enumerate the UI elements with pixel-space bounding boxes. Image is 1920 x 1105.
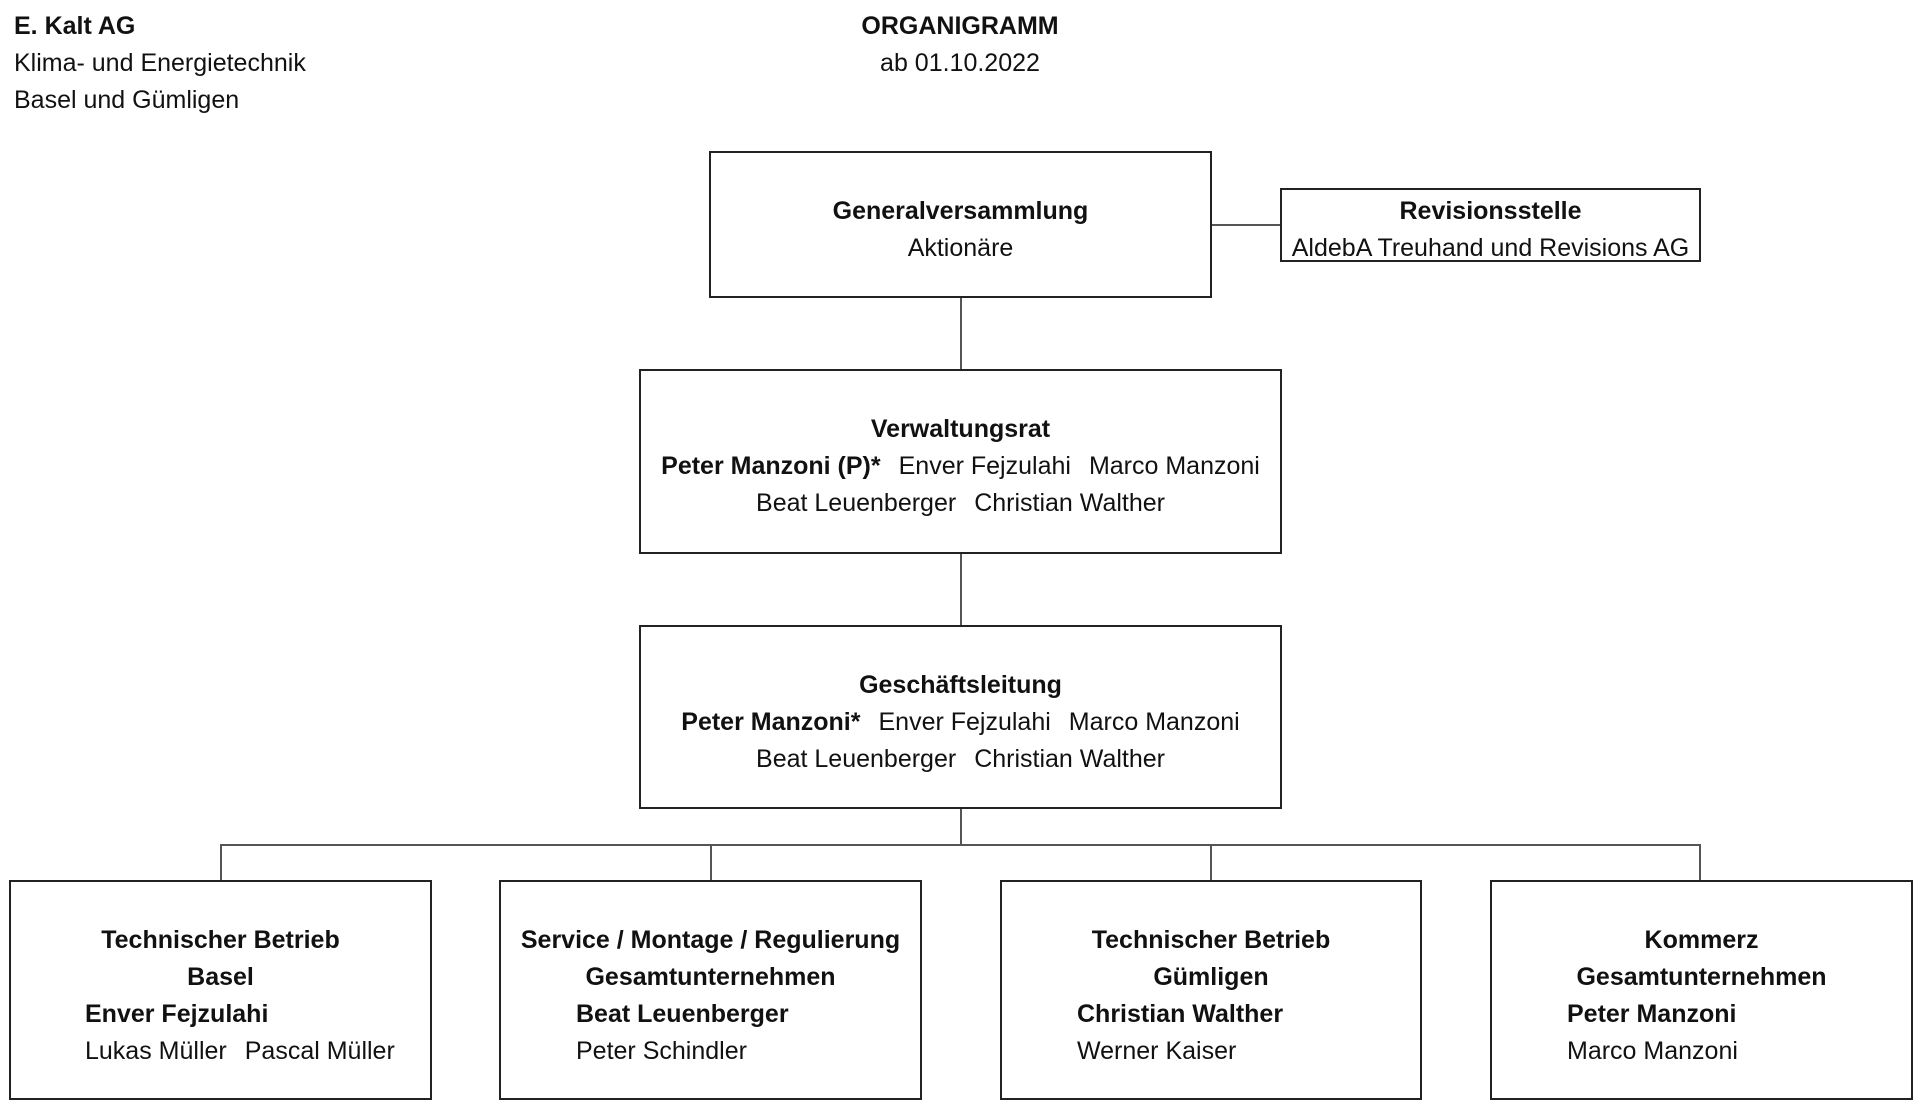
connector-drop-4 xyxy=(1699,844,1701,880)
department-title: Technischer Betrieb xyxy=(101,926,340,954)
geschaeftsleitung-member: Marco Manzoni xyxy=(1068,708,1240,736)
department-head: Christian Walther xyxy=(1077,1000,1284,1028)
geschaeftsleitung-member: Christian Walther xyxy=(974,745,1165,773)
department-title: Kommerz xyxy=(1644,926,1759,954)
geschaeftsleitung-row-1: Peter Manzoni* Enver Fejzulahi Marco Man… xyxy=(641,704,1280,740)
box-revisionsstelle: Revisionsstelle AldebA Treuhand und Revi… xyxy=(1280,188,1701,262)
connector-gv-revision xyxy=(1211,224,1281,226)
department-head: Enver Fejzulahi xyxy=(85,1000,269,1028)
connector-gl-trunk xyxy=(960,808,962,845)
department-subtitle: Basel xyxy=(187,963,254,991)
verwaltungsrat-member: Marco Manzoni xyxy=(1088,452,1260,480)
department-subtitle: Gesamtunternehmen xyxy=(1576,963,1827,991)
department-subtitle: Gümligen xyxy=(1153,963,1269,991)
connector-vr-gl xyxy=(960,553,962,626)
verwaltungsrat-title: Verwaltungsrat xyxy=(870,415,1051,443)
box-geschaeftsleitung: Geschäftsleitung Peter Manzoni* Enver Fe… xyxy=(639,625,1282,809)
department-member: Peter Schindler xyxy=(576,1037,747,1065)
connector-drop-3 xyxy=(1210,844,1212,880)
department-head: Peter Manzoni xyxy=(1567,1000,1737,1028)
department-head: Beat Leuenberger xyxy=(576,1000,789,1028)
revisionsstelle-title: Revisionsstelle xyxy=(1399,197,1582,225)
document-title: ORGANIGRAMM xyxy=(861,12,1059,40)
generalversammlung-subtitle: Aktionäre xyxy=(907,234,1014,262)
department-title: Service / Montage / Regulierung xyxy=(520,926,901,954)
company-name: E. Kalt AG xyxy=(14,12,136,40)
verwaltungsrat-lead: Peter Manzoni (P)* xyxy=(661,452,881,480)
geschaeftsleitung-member: Beat Leuenberger xyxy=(756,745,957,773)
connector-drop-2 xyxy=(710,844,712,880)
department-subtitle: Gesamtunternehmen xyxy=(585,963,836,991)
geschaeftsleitung-title: Geschäftsleitung xyxy=(859,671,1062,699)
geschaeftsleitung-lead: Peter Manzoni* xyxy=(681,708,861,736)
department-member: Marco Manzoni xyxy=(1567,1037,1738,1065)
verwaltungsrat-row-1: Peter Manzoni (P)* Enver Fejzulahi Marco… xyxy=(641,448,1280,484)
box-department-kommerz: Kommerz Gesamtunternehmen Peter Manzoni … xyxy=(1490,880,1913,1100)
box-department-technischer-betrieb-guemligen: Technischer Betrieb Gümligen Christian W… xyxy=(1000,880,1422,1100)
department-title: Technischer Betrieb xyxy=(1091,926,1331,954)
generalversammlung-title: Generalversammlung xyxy=(832,197,1089,225)
box-department-technischer-betrieb-basel: Technischer Betrieb Basel Enver Fejzulah… xyxy=(9,880,432,1100)
verwaltungsrat-member: Beat Leuenberger xyxy=(756,489,957,517)
geschaeftsleitung-member: Enver Fejzulahi xyxy=(878,708,1051,736)
company-line-1: Klima- und Energietechnik xyxy=(14,49,306,77)
box-verwaltungsrat: Verwaltungsrat Peter Manzoni (P)* Enver … xyxy=(639,369,1282,554)
document-date: ab 01.10.2022 xyxy=(880,49,1040,77)
department-member: Werner Kaiser xyxy=(1077,1037,1237,1065)
box-department-service-montage-regulierung: Service / Montage / Regulierung Gesamtun… xyxy=(499,880,922,1100)
verwaltungsrat-member: Enver Fejzulahi xyxy=(898,452,1071,480)
department-member: Pascal Müller xyxy=(244,1037,395,1065)
geschaeftsleitung-row-2: Beat Leuenberger Christian Walther xyxy=(641,741,1280,777)
department-members: Werner Kaiser xyxy=(1077,1033,1236,1069)
department-members: Marco Manzoni xyxy=(1567,1033,1738,1069)
department-member: Lukas Müller xyxy=(85,1037,227,1065)
department-members: Lukas Müller Pascal Müller xyxy=(85,1033,395,1069)
verwaltungsrat-member: Christian Walther xyxy=(974,489,1165,517)
connector-gv-vr xyxy=(960,297,962,369)
connector-drop-1 xyxy=(220,844,222,880)
verwaltungsrat-row-2: Beat Leuenberger Christian Walther xyxy=(641,485,1280,521)
department-members: Peter Schindler xyxy=(576,1033,747,1069)
connector-horizontal-bus xyxy=(220,844,1701,846)
box-generalversammlung: Generalversammlung Aktionäre xyxy=(709,151,1212,298)
revisionsstelle-subtitle: AldebA Treuhand und Revisions AG xyxy=(1291,234,1690,262)
company-line-2: Basel und Gümligen xyxy=(14,86,240,114)
